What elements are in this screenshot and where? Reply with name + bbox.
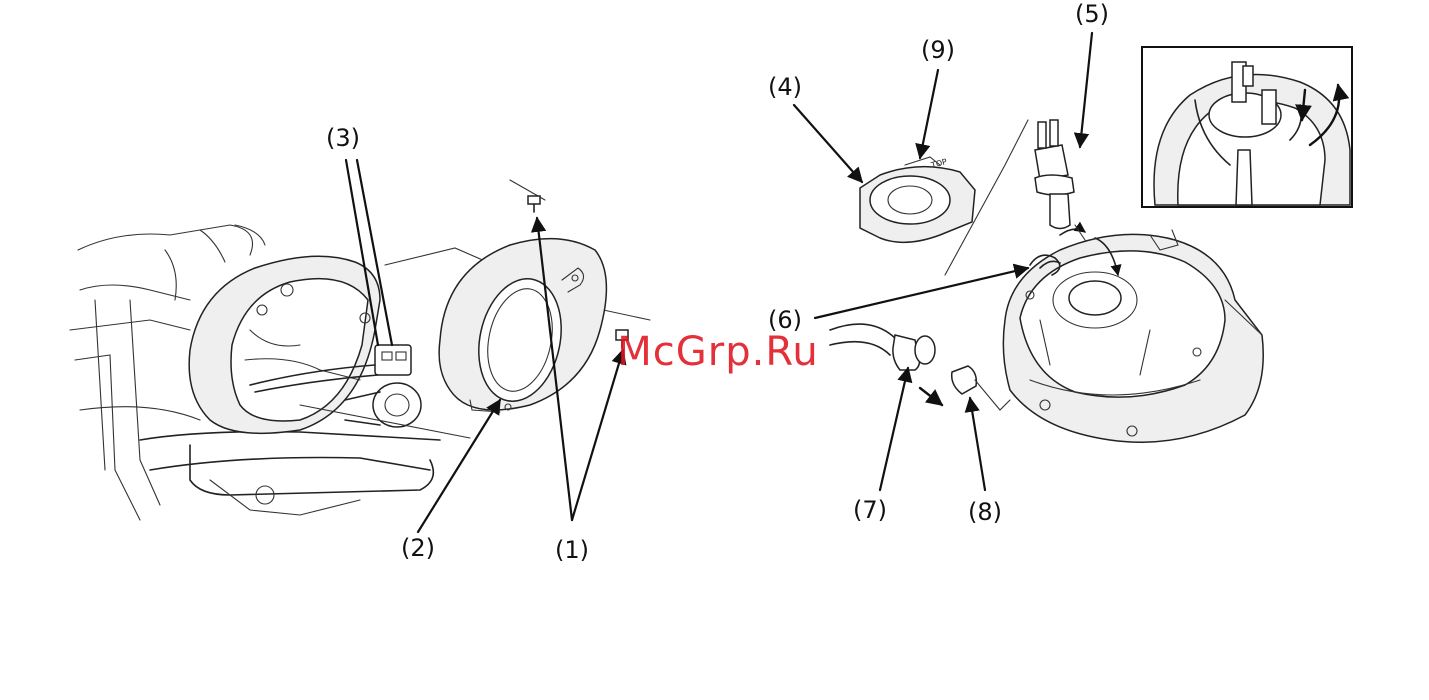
headlight-rim	[439, 239, 606, 412]
callout-2: (2)	[401, 536, 435, 560]
callout-3: (3)	[326, 126, 360, 150]
callout-4: (4)	[768, 75, 802, 99]
leader-lines	[346, 33, 1092, 532]
inset-detail	[1142, 47, 1352, 207]
dust-cover-4: TOP	[860, 157, 975, 242]
callout-9: (9)	[921, 38, 955, 62]
headlight-unit	[1003, 230, 1263, 442]
position-bulb-8	[920, 366, 1010, 410]
watermark: McGrp.Ru	[617, 329, 818, 375]
position-light-socket-7	[830, 324, 935, 370]
callout-1: (1)	[555, 538, 589, 562]
callout-8: (8)	[968, 500, 1002, 524]
callout-7: (7)	[853, 498, 887, 522]
callout-5: (5)	[1075, 2, 1109, 26]
headlight-housing	[189, 256, 380, 433]
